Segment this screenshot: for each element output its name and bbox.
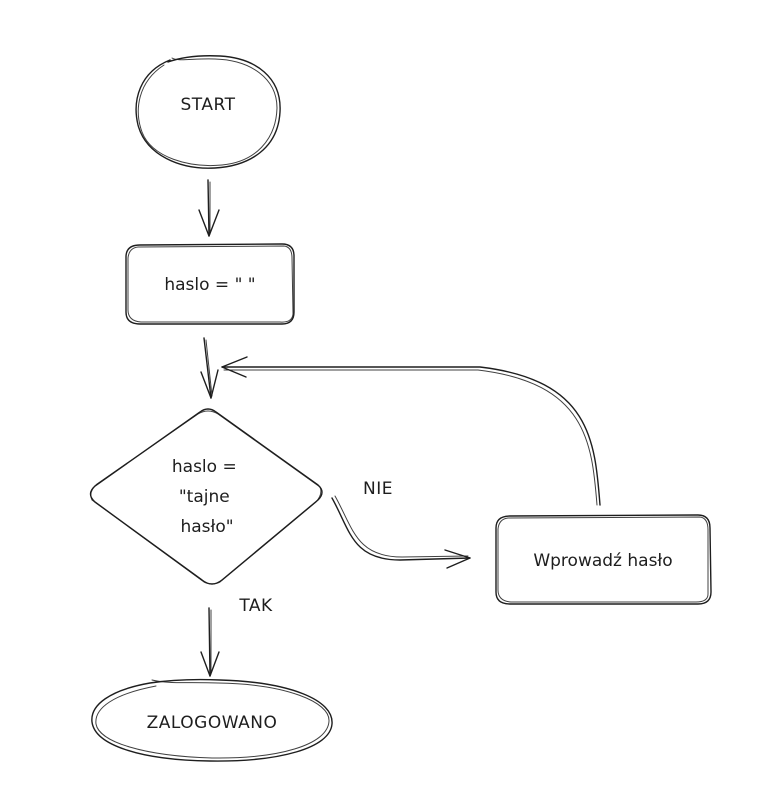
decision-line-1: haslo = (172, 457, 237, 477)
node-init[interactable]: haslo = " " (125, 243, 295, 325)
node-start-label: START (181, 95, 236, 115)
edge-label-tak: TAK (238, 596, 273, 616)
edge-start-to-init (198, 179, 220, 237)
decision-line-3: hasło" (180, 517, 233, 537)
node-input[interactable]: Wprowadź hasło (495, 514, 712, 605)
edge-input-to-decision (221, 356, 601, 506)
edge-init-to-decision (200, 337, 219, 399)
node-input-label: Wprowadź hasło (533, 551, 672, 571)
edge-label-nie: NIE (363, 479, 393, 499)
edge-decision-to-end: TAK (200, 596, 273, 677)
edge-decision-to-input: NIE (331, 479, 471, 569)
node-decision[interactable]: haslo = "tajne hasło" (89, 408, 323, 585)
node-end-label: ZALOGOWANO (147, 713, 278, 733)
decision-line-2: "tajne (179, 487, 230, 507)
node-start[interactable]: START (135, 55, 281, 169)
node-decision-label: haslo = "tajne hasło" (172, 457, 242, 537)
node-init-label: haslo = " " (164, 275, 255, 295)
node-end[interactable]: ZALOGOWANO (91, 678, 333, 762)
